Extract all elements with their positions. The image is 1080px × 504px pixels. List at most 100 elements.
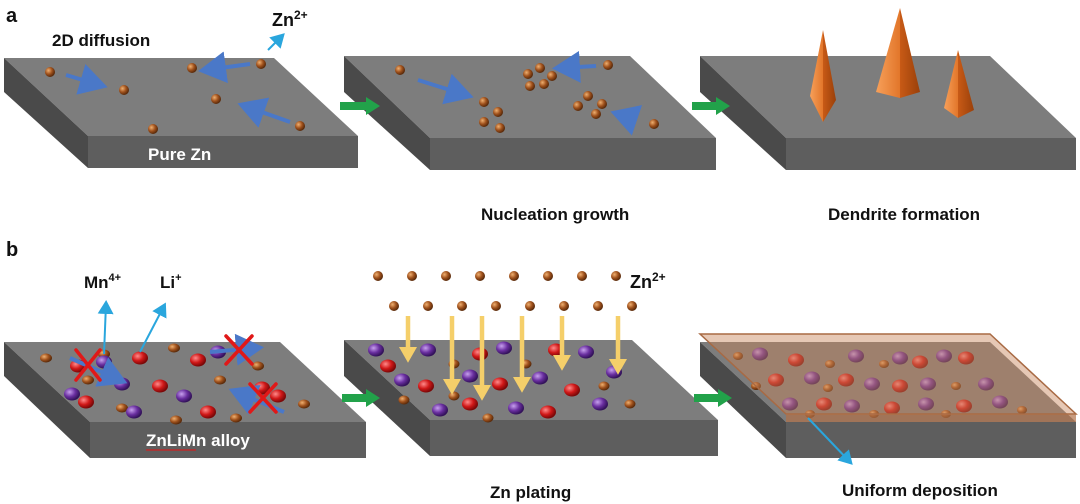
zn-particle [214, 376, 226, 385]
mn-particle [368, 344, 384, 357]
panel-a: a [4, 5, 1076, 224]
li-particle [190, 354, 206, 367]
zn-particle [230, 414, 242, 423]
panel-b: b [4, 239, 1076, 502]
zn-particle [535, 63, 545, 73]
zn-particle [479, 117, 489, 127]
diffusion-arrow [560, 66, 596, 68]
zn-particle [407, 271, 417, 281]
li-particle [540, 406, 556, 419]
li-particle [78, 396, 94, 409]
zn-particle [547, 71, 557, 81]
zn-particle [539, 79, 549, 89]
zn-particle [441, 271, 451, 281]
zn-particle [449, 392, 460, 401]
zn-particle [295, 121, 305, 131]
zn-particle [211, 94, 221, 104]
li-particle [132, 352, 148, 365]
deposit-layer-edge [786, 414, 1076, 422]
mn-particle [432, 404, 448, 417]
zn-particle [627, 301, 637, 311]
zn-particle [495, 123, 505, 133]
zn-particle [577, 271, 587, 281]
zn-particle [583, 91, 593, 101]
mn-particle [532, 372, 548, 385]
zn-particle [611, 271, 621, 281]
zn-particle [593, 301, 603, 311]
zn-particle [543, 271, 553, 281]
slab-front [786, 138, 1076, 170]
ion-pointer-line [268, 36, 282, 50]
zn-particle [82, 376, 94, 385]
zn-ions-above [373, 271, 637, 311]
substrate-label-a: Pure Zn [148, 145, 211, 164]
zn-particle [40, 354, 52, 363]
zn-particle [649, 119, 659, 129]
diffusion-label: 2D diffusion [52, 31, 150, 50]
zn-particle [525, 81, 535, 91]
mn-particle [496, 342, 512, 355]
zn-particle [457, 301, 467, 311]
zn-particle [493, 107, 503, 117]
zn-particle [373, 271, 383, 281]
zn-particle [483, 414, 494, 423]
li-particle [462, 398, 478, 411]
mn-particle [64, 388, 80, 401]
zn-particle [491, 301, 501, 311]
li-particle [152, 380, 168, 393]
zn-particle [523, 69, 533, 79]
zn-ion-label-b: Zn2+ [630, 270, 666, 292]
zn-particle [256, 59, 266, 69]
zn-particle [168, 344, 180, 353]
zn-particle [603, 60, 613, 70]
panel-b-letter: b [6, 239, 18, 261]
zn-particle [625, 400, 636, 409]
zn-particle [119, 85, 129, 95]
slab-front [430, 420, 718, 456]
caption-uniform: Uniform deposition [842, 481, 998, 500]
li-particle [270, 390, 286, 403]
slab-front [88, 136, 358, 168]
dendrite [876, 8, 920, 98]
zn-particle [395, 65, 405, 75]
zn-particle [170, 416, 182, 425]
mn-particle [592, 398, 608, 411]
li-particle [200, 406, 216, 419]
mn-particle [462, 370, 478, 383]
mn-particle [578, 346, 594, 359]
zn-particle [559, 301, 569, 311]
li-particle [564, 384, 580, 397]
li-particle [380, 360, 396, 373]
zn-particle [597, 99, 607, 109]
mn-particle [96, 356, 112, 369]
mn-particle [420, 344, 436, 357]
zn-ion-label: Zn2+ [272, 8, 308, 30]
li-particle [418, 380, 434, 393]
zn-particle [479, 97, 489, 107]
caption-nucleation: Nucleation growth [481, 205, 629, 224]
substrate-label-b: ZnLiMn alloy [146, 431, 250, 450]
mn-particle [508, 402, 524, 415]
zn-particle [252, 362, 264, 371]
panel-a-letter: a [6, 5, 18, 27]
li-ion-label: Li+ [160, 272, 182, 292]
zn-particle [423, 301, 433, 311]
zn-particle [573, 101, 583, 111]
mn-particle [394, 374, 410, 387]
zn-particle [399, 396, 410, 405]
zn-particle [591, 109, 601, 119]
mn-particle [176, 390, 192, 403]
caption-dendrite: Dendrite formation [828, 205, 980, 224]
mn-ion-label: Mn4+ [84, 272, 121, 292]
zn-particle [148, 124, 158, 134]
zn-particle [187, 63, 197, 73]
mn-particle [126, 406, 142, 419]
slab-front [430, 138, 716, 170]
zn-particle [509, 271, 519, 281]
zn-particle [389, 301, 399, 311]
zn-particle [525, 301, 535, 311]
zn-particle [298, 400, 310, 409]
zn-particle [599, 382, 610, 391]
